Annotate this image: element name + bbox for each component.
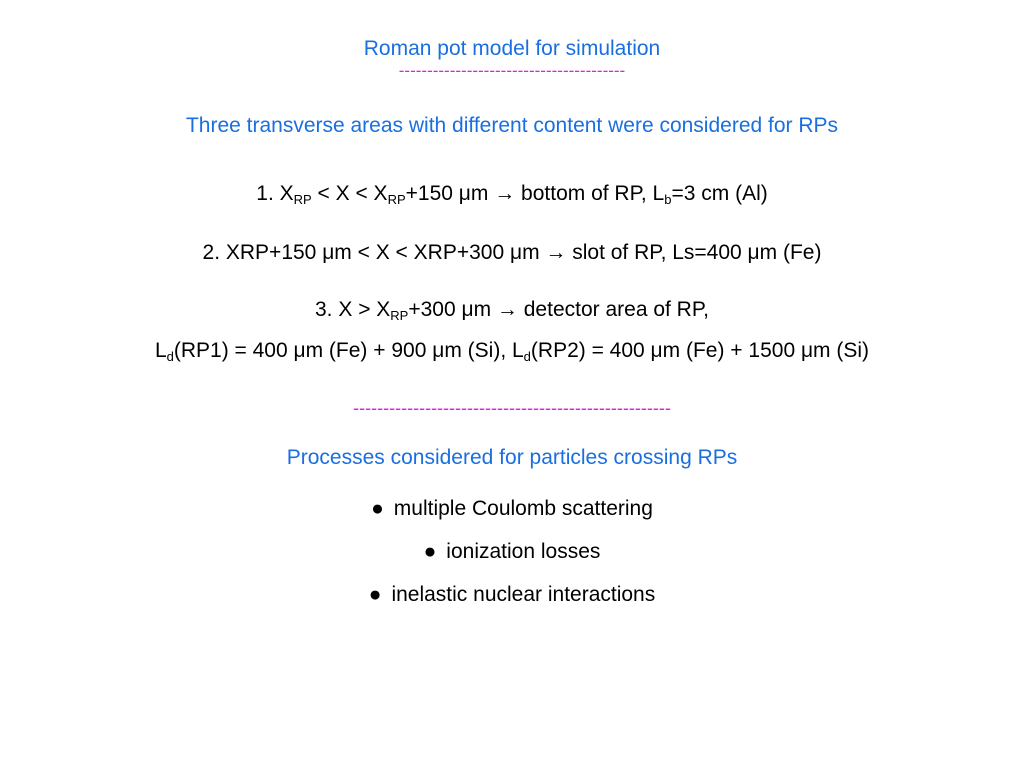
bullet-icon: ● (368, 583, 382, 606)
bullet-icon: ● (371, 497, 384, 520)
title-divider: ---------------------------------------- (398, 61, 626, 80)
processes-heading: Processes considered for particles cross… (286, 446, 738, 469)
areas-heading: Three transverse areas with different co… (185, 114, 839, 137)
area-3-thickness-line: Ld(RP1) = 400 μm (Fe) + 900 μm (Si), Ld(… (154, 339, 870, 364)
area-3-line: 3. X > XRP+300 μm → detector area of RP, (315, 298, 709, 323)
section-divider: ----------------------------------------… (353, 398, 671, 418)
list-item: ●multiple Coulomb scattering (371, 497, 653, 520)
list-item: ●ionization losses (423, 540, 601, 563)
bullet-icon: ● (423, 540, 437, 563)
slide-title: Roman pot model for simulation (363, 37, 661, 60)
list-item: ●inelastic nuclear interactions (368, 583, 656, 606)
area-1-line: 1. XRP < X < XRP+150 μm → bottom of RP, … (256, 182, 768, 207)
area-2-line: 2. XRP+150 μm < X < XRP+300 μm → slot of… (202, 241, 822, 264)
